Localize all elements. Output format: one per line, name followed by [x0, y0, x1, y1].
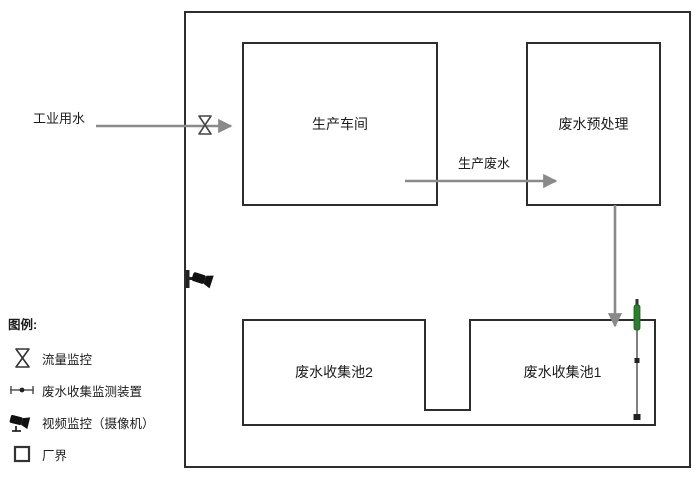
camera-icon: [186, 270, 214, 289]
legend-item-video-monitor: 视频监控（摄像机）: [8, 410, 178, 434]
flow-meter-legend-icon: [15, 348, 30, 368]
legend-item-label: 视频监控（摄像机）: [42, 416, 155, 431]
industrial-water-label: 工业用水: [33, 111, 86, 126]
legend-item-monitor-device: 废水收集监测装置: [8, 378, 178, 402]
boundary-legend-icon: [13, 445, 31, 463]
monitor-device-legend-icon: [10, 386, 34, 394]
legend-item-label: 废水收集监测装置: [42, 384, 143, 399]
pool2-label: 废水收集池2: [295, 364, 373, 380]
legend-item-boundary: 厂界: [8, 442, 178, 466]
legend-item-label: 厂界: [42, 448, 68, 463]
wastewater-monitor-device-icon: [633, 299, 641, 420]
factory-boundary: [184, 11, 691, 468]
legend: 图例: 流量监控 废水收集监测装置: [8, 314, 178, 474]
production-wastewater-label: 生产废水: [458, 156, 511, 171]
workshop-label: 生产车间: [312, 116, 368, 132]
legend-item-label: 流量监控: [42, 352, 93, 367]
pool1-label: 废水收集池1: [523, 364, 602, 380]
collection-pools-outline: [242, 319, 656, 426]
pretreatment-label: 废水预处理: [558, 116, 629, 132]
camera-legend-icon: [9, 415, 31, 432]
legend-title: 图例:: [8, 318, 38, 332]
workshop-box: [242, 42, 438, 206]
legend-item-flow-monitor: 流量监控: [8, 346, 178, 370]
flow-meter-icon: [198, 115, 212, 135]
